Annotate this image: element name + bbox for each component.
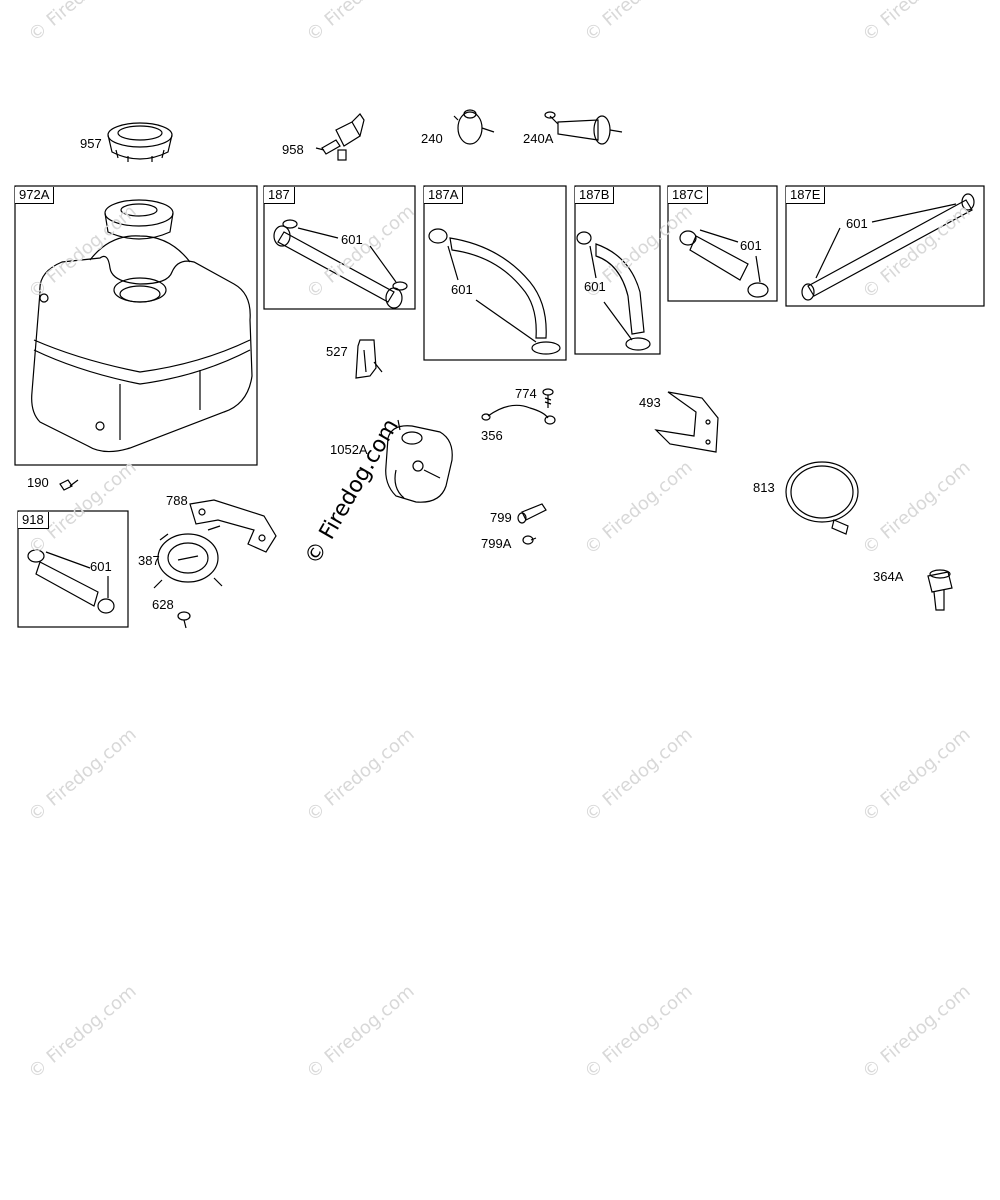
part-label-957: 957 <box>80 136 102 151</box>
fuel-filter-240-drawing <box>453 109 495 145</box>
part-label-356: 356 <box>481 428 503 443</box>
box-187-frame <box>263 185 416 310</box>
fitting-364a-drawing <box>927 569 953 611</box>
box-tag-187a: 187A <box>424 187 464 204</box>
part-label-788: 788 <box>166 493 188 508</box>
box-tag-187c: 187C <box>668 187 709 204</box>
fuel-pump-1052a-drawing <box>385 419 453 503</box>
box-tag-187e: 187E <box>786 187 826 204</box>
box-tag-187b: 187B <box>575 187 615 204</box>
callout-601-box-918: 601 <box>90 559 112 574</box>
box-972a-frame <box>14 185 258 466</box>
ground-wire-356-drawing <box>481 404 556 425</box>
box-918-frame <box>17 510 129 628</box>
callout-601-box-187c: 601 <box>740 238 762 253</box>
part-label-387: 387 <box>138 553 160 568</box>
valve-958-drawing <box>315 113 365 161</box>
screw-799-drawing <box>517 503 547 524</box>
bolt-190-drawing <box>59 479 79 491</box>
fuel-tank-972a-drawing <box>31 199 253 453</box>
box-tag-918: 918 <box>18 512 49 529</box>
part-label-527: 527 <box>326 344 348 359</box>
part-label-364a: 364A <box>873 569 904 584</box>
bracket-788-drawing <box>189 499 277 553</box>
callout-601-box-187b: 601 <box>584 279 606 294</box>
box-187e-frame <box>785 185 985 307</box>
hose-918-drawing <box>27 549 115 614</box>
box-187b-frame <box>574 185 661 355</box>
bracket-493-drawing <box>654 391 719 453</box>
part-label-799a: 799A <box>481 536 512 551</box>
callout-601-box-187a: 601 <box>451 282 473 297</box>
screw-799a-drawing <box>522 535 537 545</box>
fuel-cap-957-drawing <box>107 122 173 162</box>
part-label-628: 628 <box>152 597 174 612</box>
callout-601-box-187e: 601 <box>846 216 868 231</box>
hose-187-drawing <box>273 219 408 309</box>
box-187c-frame <box>667 185 778 302</box>
box-tag-972a: 972A <box>15 187 55 204</box>
part-label-1052a: 1052A <box>330 442 368 457</box>
part-label-240: 240 <box>421 131 443 146</box>
callout-601-box-187: 601 <box>341 232 363 247</box>
hose-187c-drawing <box>679 229 769 298</box>
part-label-240a: 240A <box>523 131 554 146</box>
part-label-774: 774 <box>515 386 537 401</box>
box-187a-frame <box>423 185 567 361</box>
hose-187b-drawing <box>576 231 651 351</box>
fuel-filter-240a-drawing <box>544 111 623 145</box>
part-label-813: 813 <box>753 480 775 495</box>
hose-187e-drawing <box>801 193 975 301</box>
part-label-190: 190 <box>27 475 49 490</box>
part-label-493: 493 <box>639 395 661 410</box>
part-label-958: 958 <box>282 142 304 157</box>
hose-187a-drawing <box>428 228 561 355</box>
screw-628-drawing <box>177 611 191 629</box>
fuel-pump-387-drawing <box>153 525 223 589</box>
clip-527-drawing <box>355 339 383 379</box>
screw-774-drawing <box>542 388 554 408</box>
box-tag-187: 187 <box>264 187 295 204</box>
part-label-799: 799 <box>490 510 512 525</box>
clamp-813-drawing <box>785 461 859 535</box>
